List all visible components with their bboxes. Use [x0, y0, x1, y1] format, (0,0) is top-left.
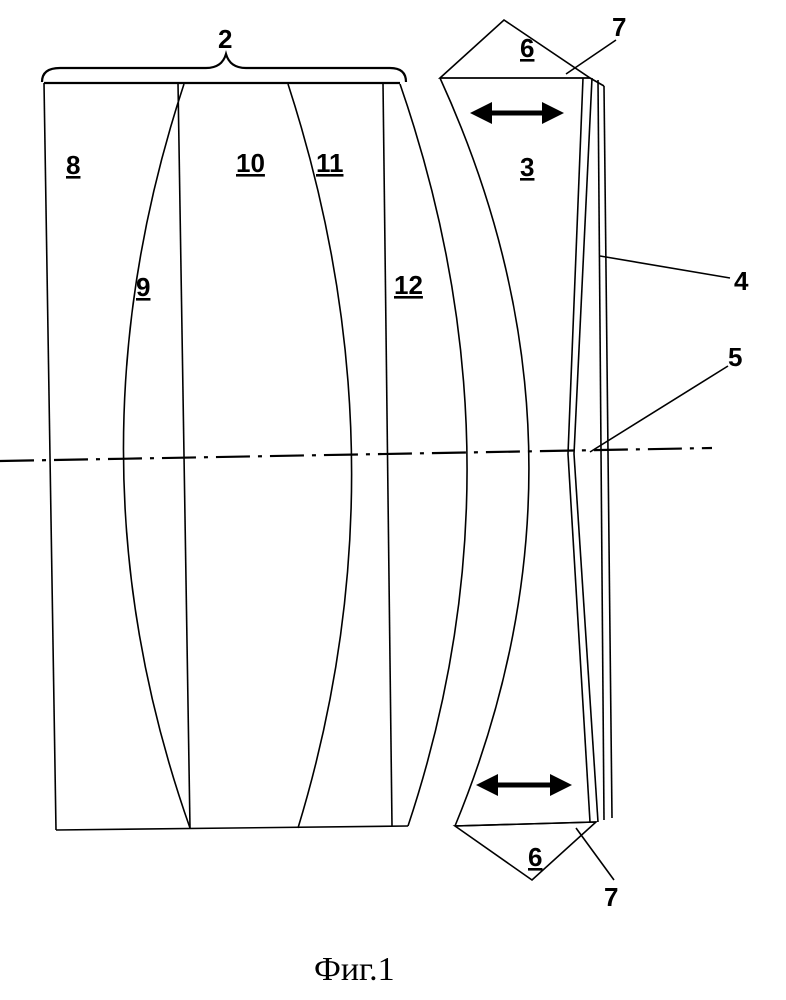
label-10: 10: [236, 148, 265, 178]
label-3: 3: [520, 152, 534, 182]
label-6-bottom: 6: [528, 842, 542, 872]
label-5: 5: [728, 342, 742, 372]
leader-4: [600, 256, 730, 278]
label-11: 11: [316, 148, 344, 178]
lens-group: [44, 83, 467, 830]
label-7-bottom: 7: [604, 882, 618, 912]
label-9: 9: [136, 272, 150, 302]
label-2: 2: [218, 24, 232, 54]
prism-top: [440, 20, 590, 78]
label-6-top: 6: [520, 33, 534, 63]
leader-7-top: [566, 40, 616, 74]
figure-caption: Фиг.1: [314, 951, 395, 988]
leader-5: [590, 366, 728, 452]
label-4: 4: [734, 266, 749, 296]
double-arrow-bottom: [476, 774, 572, 796]
leader-7-bottom: [576, 828, 614, 880]
label-7-top: 7: [612, 12, 626, 42]
label-8: 8: [66, 150, 80, 180]
prism-bottom: [455, 822, 596, 880]
double-arrow-top: [470, 102, 564, 124]
optical-axis-line: [0, 448, 712, 461]
label-12: 12: [394, 270, 423, 300]
group-brace: [42, 54, 406, 82]
